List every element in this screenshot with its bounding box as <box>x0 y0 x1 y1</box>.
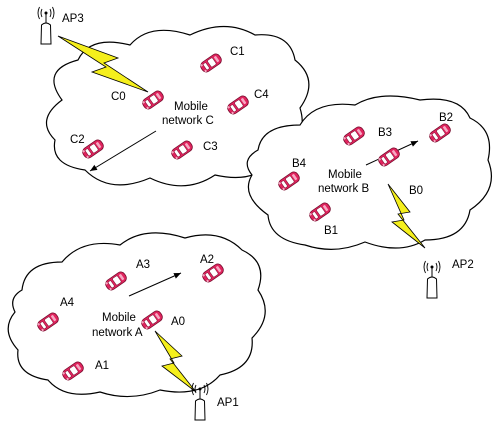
lightning-bolt-icon <box>57 35 149 93</box>
car-label: B2 <box>439 112 453 124</box>
network-label: network A <box>92 327 143 339</box>
car-label: A0 <box>171 316 185 328</box>
ap-label: AP2 <box>452 259 474 271</box>
antenna-tower-icon <box>423 260 441 299</box>
network-label: Mobile <box>174 101 208 113</box>
ap-label: AP1 <box>217 397 239 409</box>
car-label: B0 <box>409 185 423 197</box>
arrow-icon <box>128 272 182 297</box>
car-label: C2 <box>70 134 85 146</box>
arrow-icon <box>89 130 157 172</box>
lightning-bolt-icon <box>387 183 426 249</box>
car-label: C3 <box>203 141 218 153</box>
car-label: A1 <box>95 360 109 372</box>
car-label: C1 <box>230 46 245 58</box>
network-label: Mobile <box>102 312 136 324</box>
network-label: network C <box>162 115 214 127</box>
network-label: network B <box>318 183 369 195</box>
antenna-tower-icon <box>37 6 55 45</box>
car-label: B1 <box>324 225 338 237</box>
car-label: C0 <box>111 91 126 103</box>
car-label: A4 <box>60 297 75 309</box>
ap-label: AP3 <box>62 13 84 25</box>
car-label: A2 <box>200 254 214 266</box>
cloud-network-c <box>46 26 310 187</box>
car-label: B3 <box>378 127 392 139</box>
car-label: A3 <box>136 259 150 271</box>
car-label: C4 <box>254 89 269 101</box>
network-label: Mobile <box>328 169 362 181</box>
cloud-network-a <box>7 232 266 398</box>
car-label: B4 <box>292 158 307 170</box>
